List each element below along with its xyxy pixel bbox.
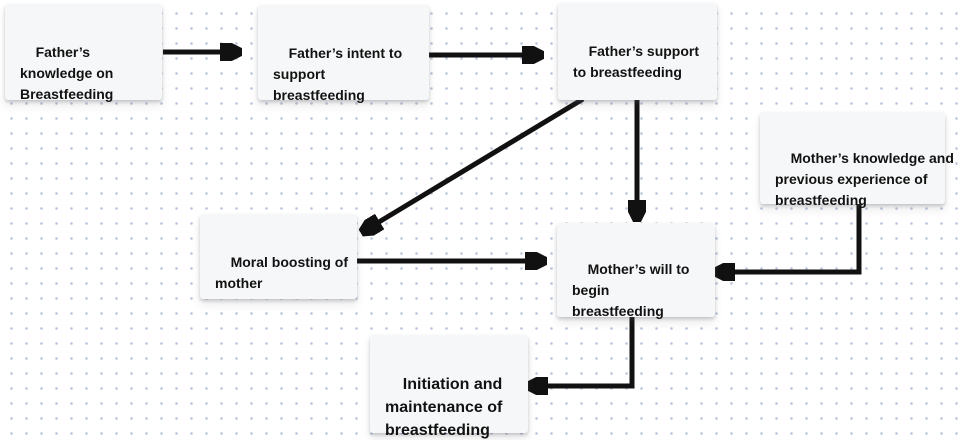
arrow-mother-knowledge-to-mother-will (717, 204, 862, 272)
node-label: Initiation and maintenance of breastfeed… (385, 376, 503, 439)
node-fathers-knowledge[interactable]: Father’s knowledge on Breastfeeding (5, 4, 162, 102)
node-label: Moral boosting of mother (215, 254, 348, 291)
node-mothers-knowledge[interactable]: Mother’s knowledge and previous experien… (760, 112, 954, 208)
node-label: Father’s knowledge on Breastfeeding (20, 44, 114, 102)
node-fathers-support[interactable]: Father’s support to breastfeeding (558, 3, 717, 100)
node-fathers-intent[interactable]: Father’s intent to support breastfeeding (258, 5, 429, 103)
node-label: Father’s intent to support breastfeeding (273, 45, 403, 103)
arrow-mother-will-to-initiation (530, 317, 635, 386)
node-initiation-maintenance[interactable]: Initiation and maintenance of breastfeed… (370, 335, 528, 439)
node-mothers-will[interactable]: Mother’s will to begin breastfeeding (557, 223, 715, 319)
node-label: Mother’s will to begin breastfeeding (572, 261, 690, 319)
node-label: Father’s support to breastfeeding (573, 43, 700, 80)
node-moral-boosting[interactable]: Moral boosting of mother (200, 214, 357, 299)
node-label: Mother’s knowledge and previous experien… (775, 150, 954, 208)
arrow-father-support-to-moral-boosting (364, 96, 585, 231)
